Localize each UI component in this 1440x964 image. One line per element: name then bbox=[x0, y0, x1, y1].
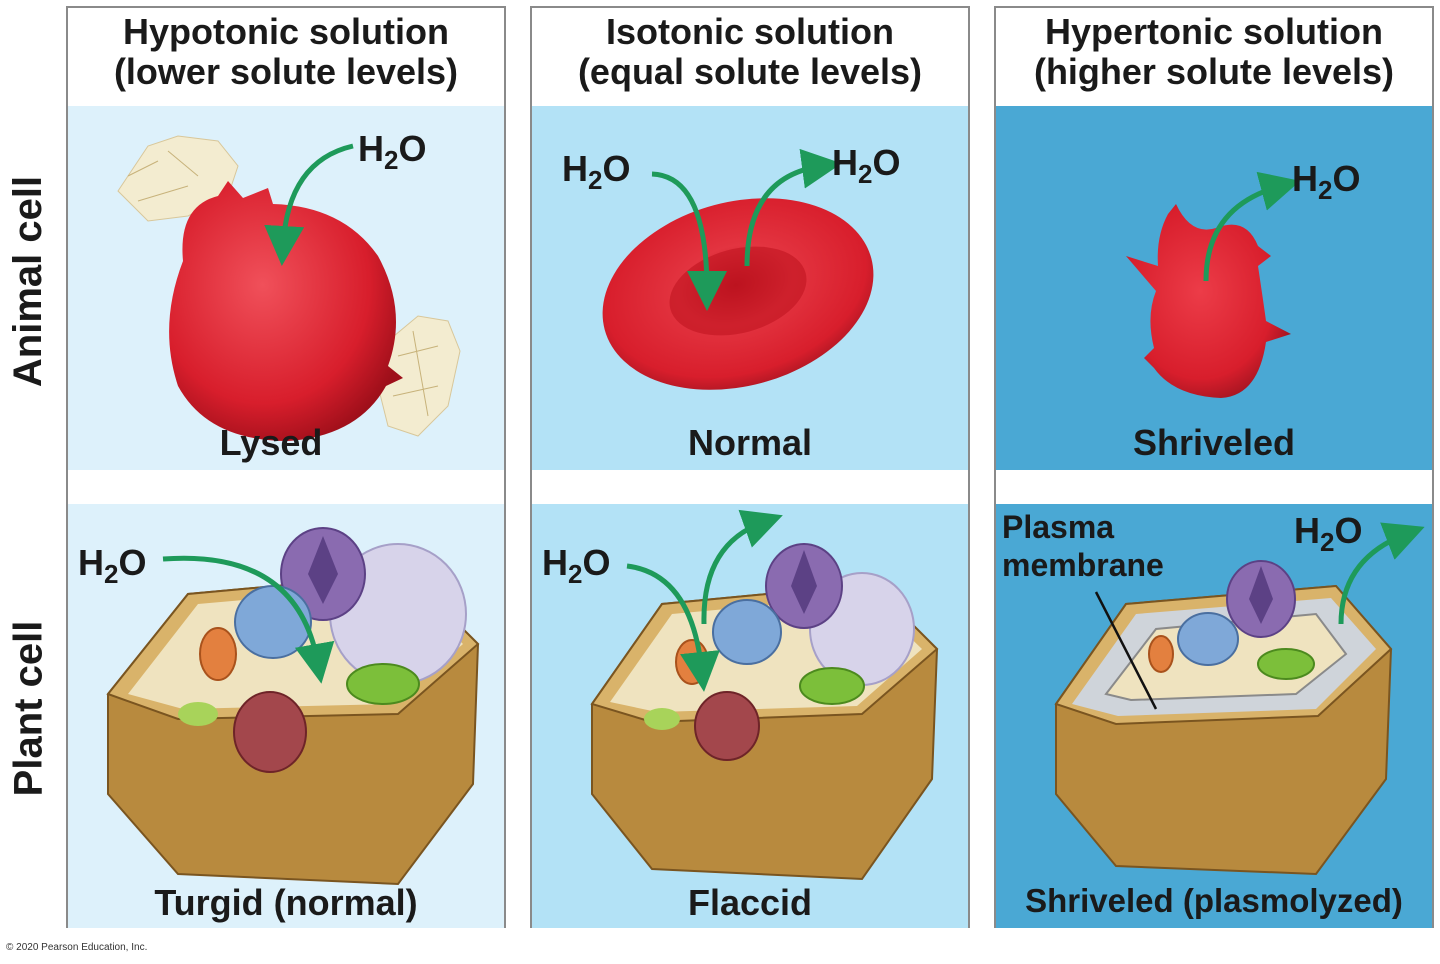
lysed-animal-cell bbox=[117, 135, 461, 441]
isotonic-title: Isotonic solution (equal solute levels) bbox=[577, 11, 923, 92]
debris-right bbox=[377, 315, 461, 437]
isotonic-plant-panel: H2O Flaccid bbox=[532, 504, 968, 928]
h2o-label: H2O bbox=[542, 542, 611, 589]
endoplasmic-reticulum bbox=[234, 585, 312, 659]
endoplasmic-reticulum bbox=[712, 599, 782, 665]
water-arrow-in bbox=[264, 143, 354, 266]
water-arrow-out bbox=[744, 148, 842, 267]
row-label-animal: Animal cell bbox=[6, 175, 51, 387]
mitochondrion bbox=[199, 627, 237, 681]
water-arrow-out bbox=[1338, 522, 1425, 625]
water-arrow-in bbox=[162, 555, 335, 684]
lysed-label: Lysed bbox=[219, 422, 323, 463]
copyright-credit: © 2020 Pearson Education, Inc. bbox=[6, 942, 148, 953]
hypotonic-animal-panel: H2O Lysed bbox=[68, 106, 504, 470]
h2o-label: H2O bbox=[1294, 510, 1363, 557]
water-arrow-out bbox=[1203, 171, 1301, 282]
turgid-label: Turgid (normal) bbox=[154, 882, 418, 923]
hypertonic-column: Hypertonic solution (higher solute level… bbox=[994, 6, 1434, 928]
chloroplast bbox=[1257, 648, 1315, 680]
h2o-label: H2O bbox=[358, 128, 427, 175]
hypertonic-animal-panel: H2O Shriveled bbox=[996, 106, 1432, 470]
h2o-label-in: H2O bbox=[562, 148, 631, 195]
chloroplast bbox=[799, 667, 865, 705]
normal-animal-cell bbox=[602, 148, 874, 390]
golgi-apparatus bbox=[694, 691, 760, 761]
mitochondrion bbox=[1148, 635, 1174, 673]
h2o-label: H2O bbox=[78, 542, 147, 589]
shriveled-animal-cell bbox=[1126, 171, 1301, 398]
turgid-plant-cell bbox=[106, 527, 480, 886]
flaccid-plant-cell bbox=[590, 509, 939, 881]
water-arrow-out bbox=[701, 509, 783, 625]
hypotonic-title: Hypotonic solution (lower solute levels) bbox=[113, 11, 459, 92]
plasmolyzed-label: Shriveled (plasmolyzed) bbox=[1025, 882, 1403, 919]
hypertonic-plant-panel: Plasma membrane H2O Shriveled (plasmolyz… bbox=[996, 504, 1432, 928]
water-arrow-in bbox=[626, 563, 720, 692]
lysed-cell-body bbox=[169, 181, 403, 441]
chloroplast bbox=[346, 663, 420, 705]
hypotonic-column: Hypotonic solution (lower solute levels) bbox=[66, 6, 506, 928]
shriveled-label: Shriveled bbox=[1132, 422, 1296, 463]
hypertonic-title: Hypertonic solution (higher solute level… bbox=[1033, 11, 1395, 92]
plasma-membrane-label: Plasma membrane bbox=[1002, 509, 1164, 583]
h2o-label-out: H2O bbox=[832, 142, 901, 189]
hypotonic-plant-panel: H2O Turgid (normal) bbox=[68, 504, 504, 928]
normal-label: Normal bbox=[687, 422, 813, 463]
flaccid-label: Flaccid bbox=[687, 882, 813, 923]
golgi-apparatus bbox=[233, 691, 307, 773]
water-arrow-in bbox=[651, 171, 727, 311]
plasma-membrane-pointer bbox=[1094, 591, 1158, 710]
isotonic-animal-panel: H2O H2O Normal bbox=[532, 106, 968, 470]
h2o-label: H2O bbox=[1292, 158, 1361, 205]
isotonic-column: Isotonic solution (equal solute levels) … bbox=[530, 6, 970, 928]
shriveled-cell-body bbox=[1126, 204, 1291, 398]
row-label-plant: Plant cell bbox=[6, 620, 51, 796]
endoplasmic-reticulum bbox=[1177, 612, 1239, 666]
plasmolyzed-plant-cell bbox=[1054, 522, 1425, 876]
